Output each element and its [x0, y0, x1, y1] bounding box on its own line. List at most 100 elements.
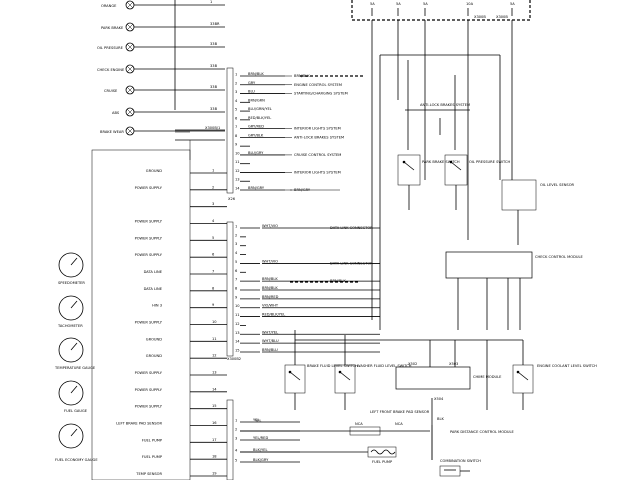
wire-color: BLK/YEL	[253, 448, 268, 452]
pin-label: POWER SUPPLY	[135, 253, 163, 257]
engine-coolant-level-switch: ENGINE COOLANT LEVEL SWITCH	[512, 364, 597, 410]
svg-text:33B: 33B	[210, 107, 218, 111]
connector-x300b2: X300B2	[226, 221, 241, 361]
cluster-body	[91, 140, 191, 480]
svg-text:SPEEDOMETER: SPEEDOMETER	[58, 281, 85, 285]
x300b2-wire: 4	[235, 251, 246, 255]
fuse-trunks	[371, 20, 513, 330]
pin-number: 15	[212, 404, 217, 408]
wire-destination: INTERIOR LIGHTS SYSTEM	[294, 170, 341, 174]
wire-number: 4	[235, 251, 238, 255]
svg-text:33B: 33B	[210, 42, 218, 46]
x300b2-wire: 3	[235, 242, 246, 246]
wire-color: WHT/VIO	[262, 259, 278, 263]
fuse-block: 5A 5A 5A 10A 5A X300B X300B	[351, 0, 531, 21]
pin-label: POWER SUPPLY	[135, 405, 163, 409]
svg-text:X300B/1: X300B/1	[205, 126, 220, 130]
fuse-1: 5A	[370, 2, 375, 16]
park-brake-switch: PARK BRAKE SWITCH	[397, 154, 460, 210]
pin-label: POWER SUPPLY	[135, 220, 163, 224]
wire-number: 14	[235, 340, 240, 344]
svg-text:PARK BRAKE SWITCH: PARK BRAKE SWITCH	[422, 160, 460, 164]
lamp-check-engine: CHECK ENGINE 33B	[97, 64, 225, 74]
svg-text:ORANGE: ORANGE	[101, 4, 117, 8]
fuel-pump: FUEL PUMP	[240, 446, 397, 464]
pin-number: 4	[212, 219, 215, 223]
wire-number: 2	[235, 233, 237, 237]
svg-text:NCA: NCA	[355, 422, 363, 426]
wire-number: 3	[235, 437, 237, 441]
svg-text:TEMPERATURE GAUGE: TEMPERATURE GAUGE	[54, 366, 96, 370]
pin-number: 9	[212, 303, 215, 307]
cluster-pin-row: POWER SUPPLY 4	[135, 219, 227, 224]
pin-number: 12	[212, 354, 217, 358]
svg-text:X26: X26	[228, 197, 236, 201]
wire-number: 3	[235, 90, 237, 94]
pin-number: 7	[212, 270, 214, 274]
wire-color: BRN/GRN	[248, 98, 265, 102]
wire-number: 13	[235, 178, 240, 182]
wire-number: 8	[235, 134, 238, 138]
wire-color: BRN/BLK	[248, 72, 264, 76]
wire-number: 12	[235, 169, 240, 173]
wire-destination: BRN/BLK	[330, 279, 346, 283]
wire-color: BLK/GRY	[253, 458, 269, 462]
wire-color: GRY/BLK	[248, 133, 264, 137]
wire-number: 11	[235, 160, 240, 164]
svg-text:10A: 10A	[466, 2, 474, 6]
wire-color: YEL/RED	[253, 436, 268, 440]
fuse-5: 5A	[510, 2, 515, 16]
svg-text:X502: X502	[408, 362, 417, 366]
svg-text:33B: 33B	[210, 64, 218, 68]
lamp-park-brake: PARK BRAKE 33BR	[101, 22, 225, 32]
pin-label: GROUND	[146, 169, 162, 173]
svg-text:FUEL GAUGE: FUEL GAUGE	[64, 409, 88, 413]
wire-number: 7	[235, 125, 237, 129]
pin-number: 3	[212, 202, 214, 206]
svg-text:FUEL ECONOMY GAUGE: FUEL ECONOMY GAUGE	[55, 458, 98, 462]
tachometer-gauge: TACHOMETER	[57, 295, 84, 328]
wire-number: 12	[235, 322, 240, 326]
wire-color: BLU/GRN/YEL	[248, 107, 272, 111]
wire-destination: DATA LINK CONNECTOR	[330, 226, 373, 230]
wire-color: BRN/RED	[262, 295, 279, 299]
svg-text:FUEL PUMP: FUEL PUMP	[372, 460, 393, 464]
wire-color: WHT/VIO	[262, 224, 278, 228]
wire-color: BRN/BLK	[262, 286, 278, 290]
svg-text:33B: 33B	[210, 85, 218, 89]
wire-number: 5	[235, 108, 237, 112]
lamp-oil-pressure: OIL PRESSURE 33B	[97, 42, 225, 52]
svg-text:5A: 5A	[423, 2, 428, 6]
wire-number: 1	[235, 225, 237, 229]
pin-number: 2	[212, 185, 214, 189]
svg-text:5A: 5A	[510, 2, 515, 6]
svg-text:ABS: ABS	[112, 111, 120, 115]
pin-label: POWER SUPPLY	[135, 186, 163, 190]
wire-destination: INTERIOR LIGHTS SYSTEM	[294, 127, 341, 131]
svg-text:BRAKE WEAR: BRAKE WEAR	[100, 130, 124, 134]
pin-number: 18	[212, 455, 217, 459]
pin-label: DATA LINE	[144, 287, 163, 291]
pin-label: POWER SUPPLY	[135, 236, 163, 240]
x26-wire: 5 BLU/GRN/YEL	[235, 107, 272, 112]
svg-text:5A: 5A	[396, 2, 401, 6]
wire-color: RED/BLK/YEL	[262, 313, 285, 317]
wire-destination: ENGINE CONTROL SYSTEM	[294, 83, 342, 87]
wire-color: RED/BLK/YEL	[248, 116, 271, 120]
fuse-3: 5A	[423, 2, 428, 16]
svg-text:X300B: X300B	[496, 15, 508, 19]
